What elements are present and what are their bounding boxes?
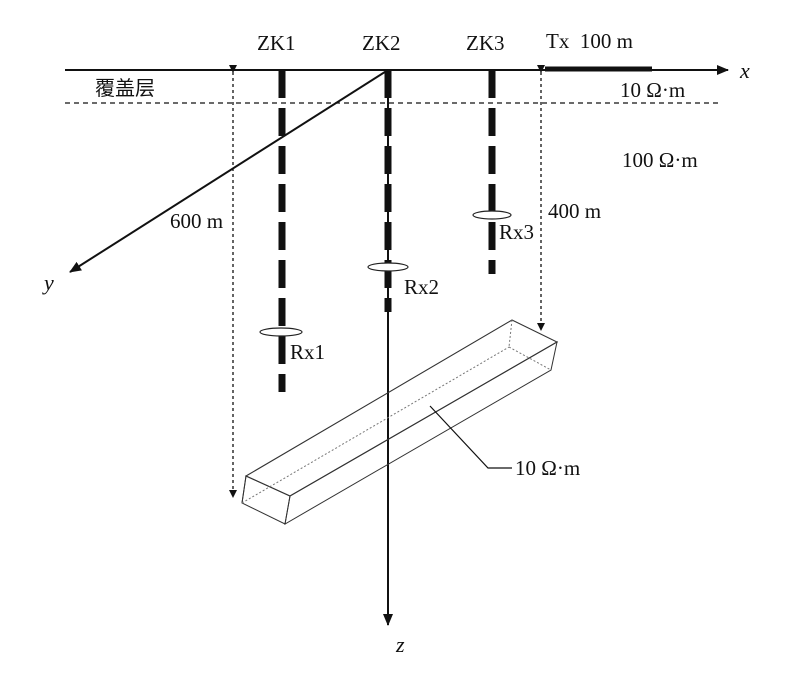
conductive-body <box>241 319 559 525</box>
receiver-rx3 <box>472 210 512 220</box>
receiver-rx1-label: Rx1 <box>290 340 325 364</box>
x-axis-label: x <box>739 58 750 83</box>
borehole-zk1-label: ZK1 <box>257 31 296 55</box>
y-axis-line <box>69 69 389 273</box>
receiver-rx2-label: Rx2 <box>404 275 439 299</box>
receiver-rx1 <box>259 327 303 337</box>
depth-400-label: 400 m <box>548 199 601 223</box>
receiver-rx3-label: Rx3 <box>499 220 534 244</box>
host-resistivity-label: 100 Ω·m <box>622 148 698 172</box>
depth-600-label: 600 m <box>170 209 223 233</box>
body-resistivity-label: 10 Ω·m <box>515 456 580 480</box>
borehole-zk2-label: ZK2 <box>362 31 401 55</box>
cover-layer-label: 覆盖层 <box>95 76 155 100</box>
borehole-zk3-label: ZK3 <box>466 31 505 55</box>
cover-resistivity-label: 10 Ω·m <box>620 78 685 102</box>
receiver-rx2 <box>367 262 409 272</box>
tx-label: Tx 100 m <box>546 29 633 53</box>
z-axis-label: z <box>395 632 405 657</box>
body-leader-line <box>429 405 512 469</box>
y-axis-label: y <box>42 270 54 295</box>
